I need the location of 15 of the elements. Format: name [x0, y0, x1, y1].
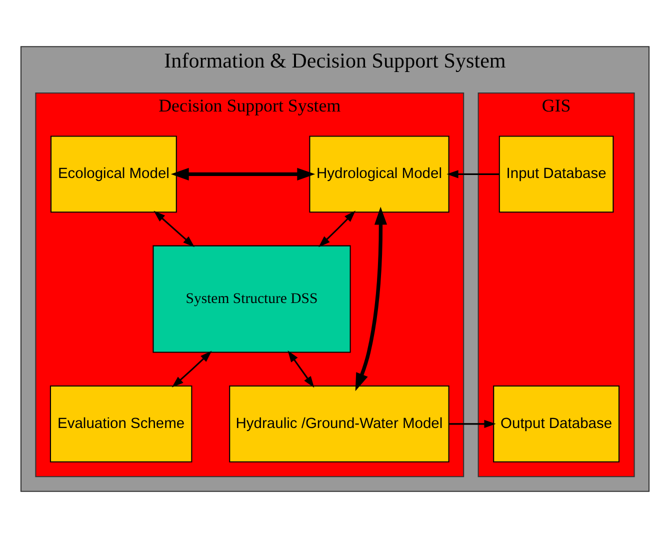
node-box: Hydrological Model: [309, 136, 450, 213]
arrow: [318, 210, 356, 248]
arrow: [446, 170, 500, 178]
arrow: [172, 350, 212, 388]
node-box: Ecological Model: [50, 136, 177, 213]
arrow: [288, 350, 314, 388]
node-box: System Structure DSS: [152, 245, 351, 353]
node-box: Evaluation Scheme: [50, 385, 192, 462]
arrow: [449, 420, 496, 428]
node-box: Hydraulic /Ground-Water Model: [229, 385, 450, 462]
node-box: Output Database: [493, 385, 620, 462]
arrow: [170, 168, 316, 180]
arrow: [355, 206, 388, 392]
arrow: [154, 210, 195, 248]
node-box: Input Database: [498, 136, 614, 213]
